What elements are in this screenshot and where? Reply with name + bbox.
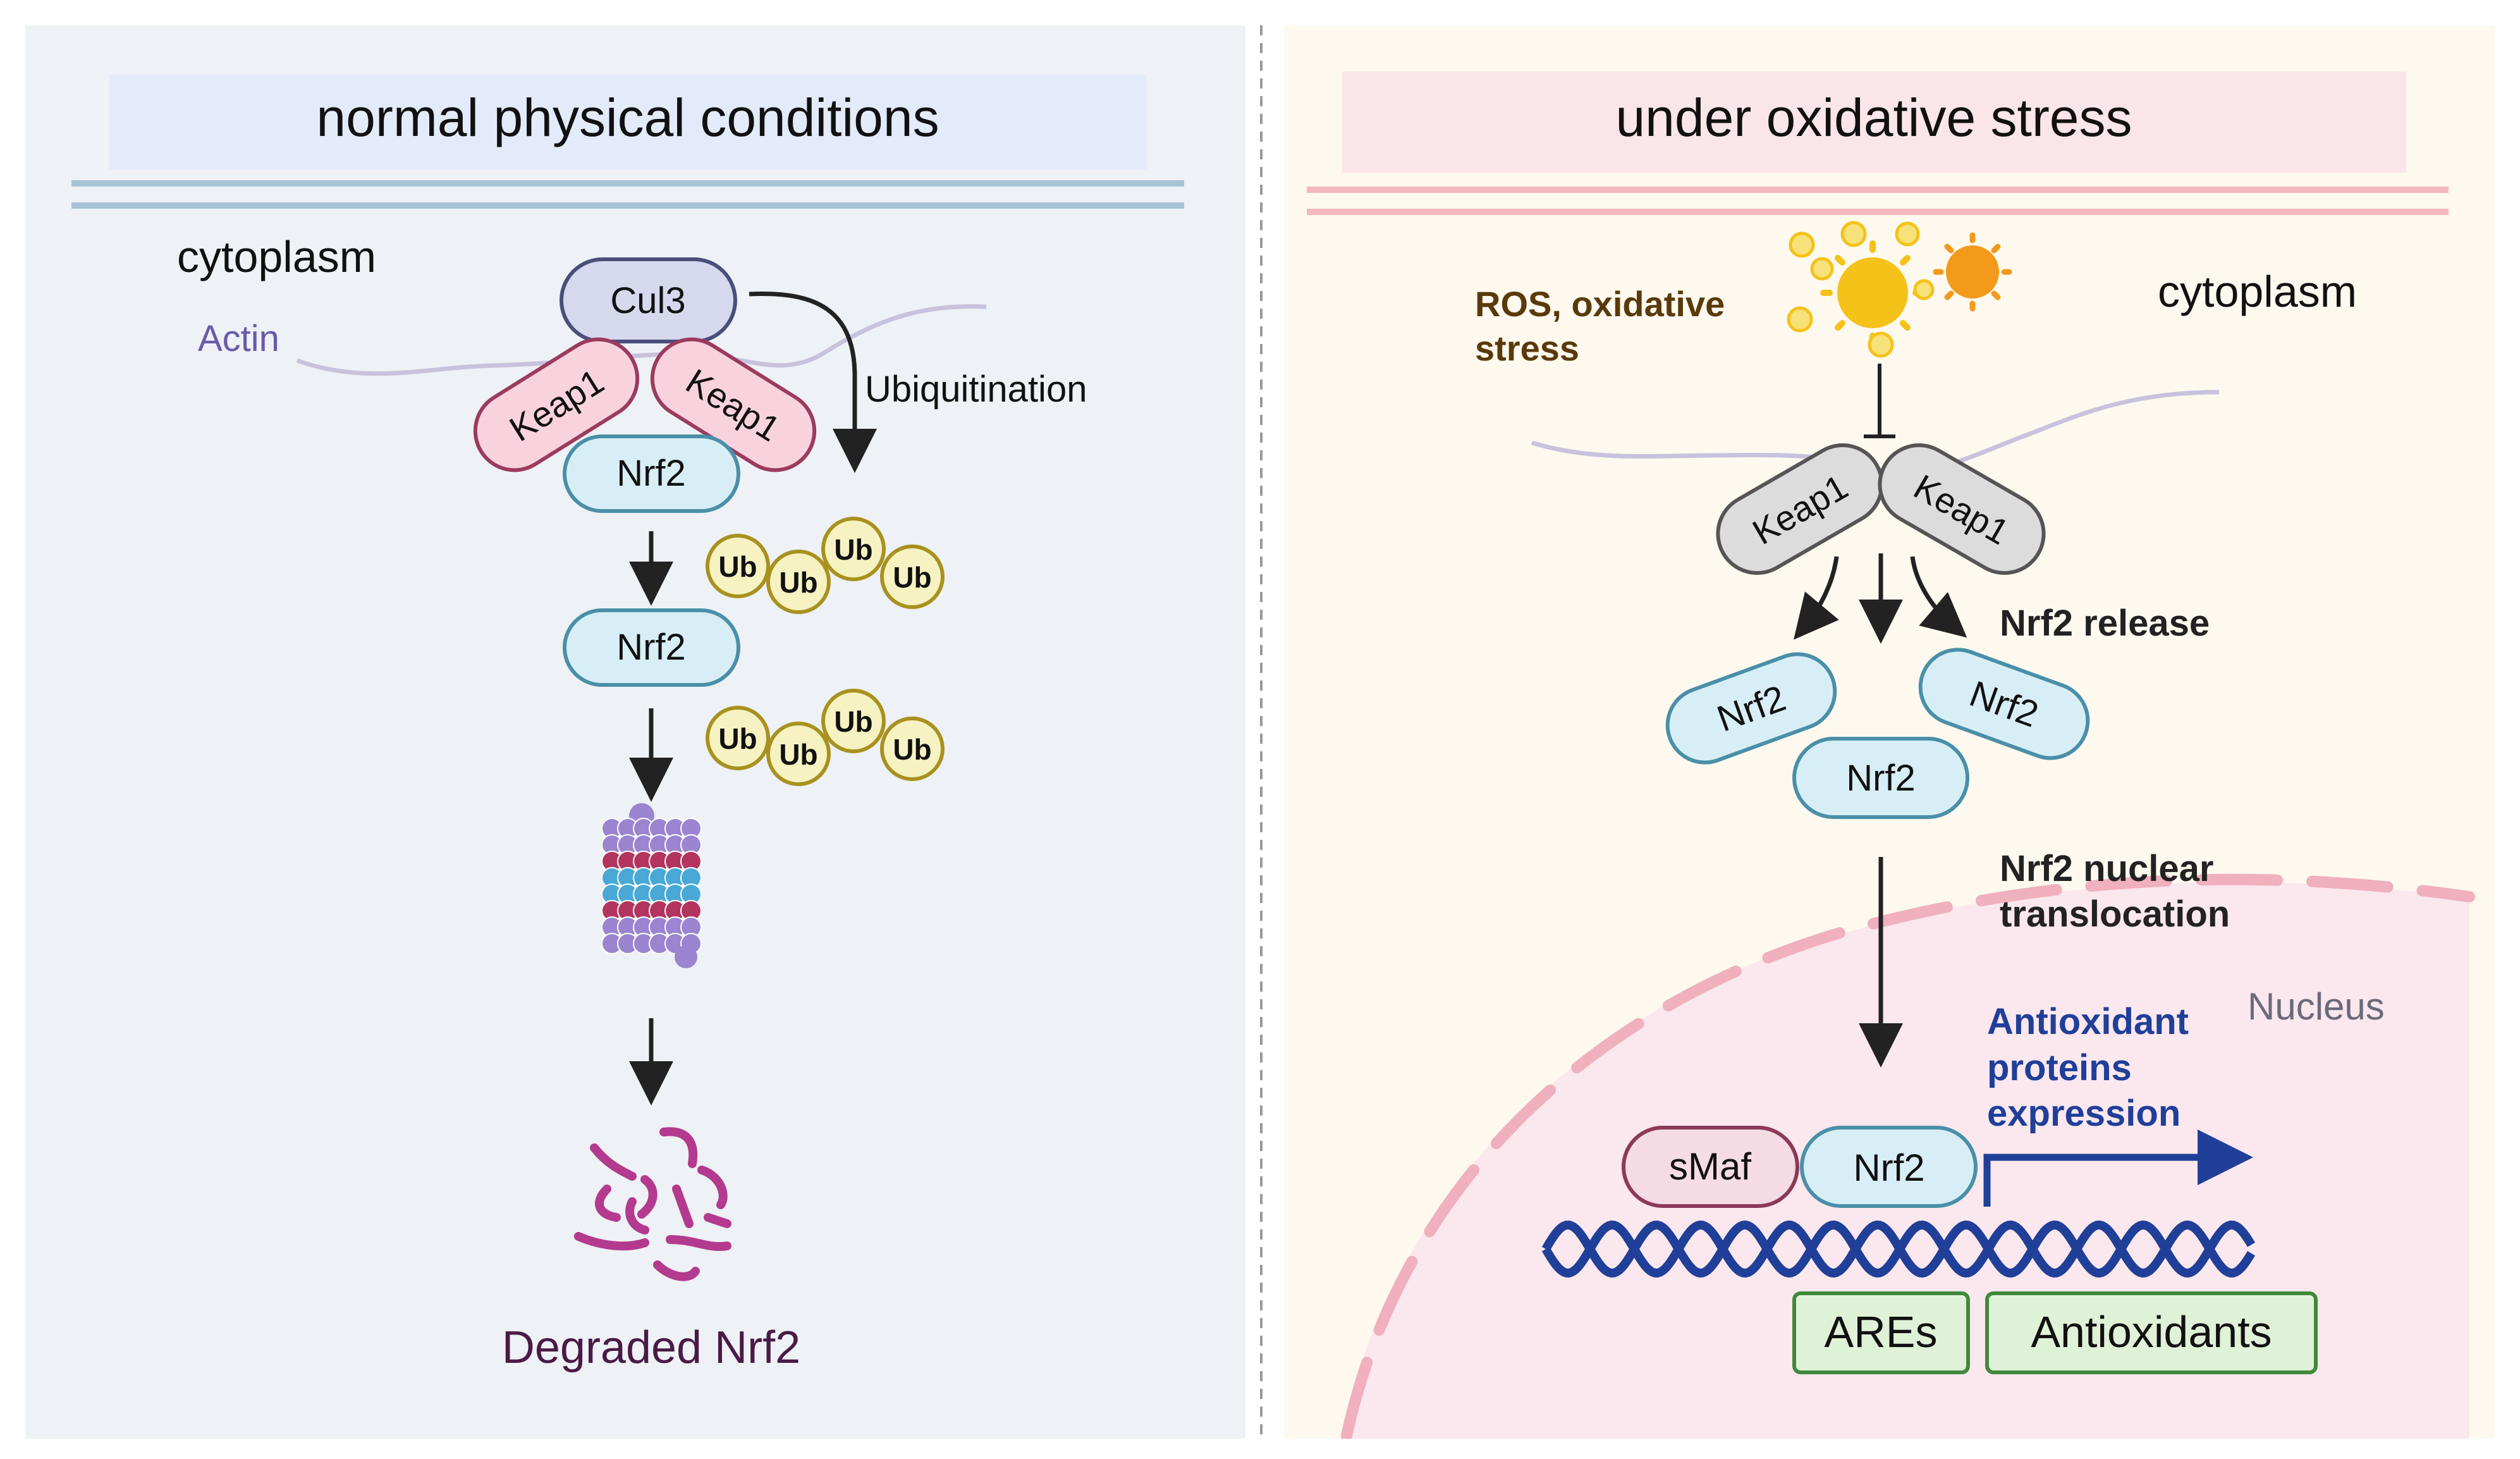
left-membrane (71, 180, 1184, 209)
proteasome-icon (601, 803, 702, 968)
nrf2-ubiquitinated-pill (563, 608, 740, 687)
release-arrow-right (1910, 556, 1967, 638)
nrf2-label: Nrf2 (1853, 1147, 1924, 1189)
ub-cluster-1: Ub Ub Ub Ub (706, 517, 945, 614)
nrf2-released-right: Nrf2 (1918, 648, 2090, 760)
transcription-arrow (1983, 1130, 2253, 1207)
nucleus-label: Nucleus (2248, 985, 2385, 1028)
nrf2-bound-pill (563, 434, 740, 513)
nrf2-label: Nrf2 (1846, 758, 1916, 799)
sun-icon (1787, 221, 2012, 358)
degraded-nrf2-label: Degraded Nrf2 (502, 1322, 800, 1373)
antioxidants-label: Antioxidants (2031, 1307, 2272, 1357)
cul3-label: Cul3 (610, 280, 685, 321)
nrf2-nuclear-pill (1800, 1126, 1978, 1208)
dna-icon (1541, 1220, 2255, 1278)
ares-box (1792, 1291, 1970, 1374)
ub-label: Ub (779, 738, 817, 771)
ares-label: AREs (1825, 1307, 1938, 1357)
translocation-label-line1: Nrf2 nuclear (2000, 848, 2213, 889)
nrf2-label: Nrf2 (616, 453, 686, 494)
ubiquitination-arrow (749, 291, 877, 473)
right-cytoplasm-label: cytoplasm (2158, 267, 2357, 316)
antioxidants-box (1985, 1291, 2318, 1374)
ub-label: Ub (779, 566, 817, 599)
right-membrane (1307, 187, 2449, 215)
ubiquitination-label: Ubiquitination (865, 369, 1087, 410)
ros-label-line1: ROS, oxidative (1475, 284, 1725, 324)
ub-cluster-2: Ub Ub Ub Ub (706, 689, 945, 786)
left-title: normal physical conditions (316, 88, 939, 147)
cul3-pill (560, 257, 737, 343)
antioxidant-label-line2: proteins (1987, 1047, 2132, 1088)
antioxidant-label-line1: Antioxidant (1987, 1001, 2189, 1042)
smaf-pill (1622, 1126, 1799, 1208)
ros-label-line2: stress (1475, 328, 1579, 368)
translocation-label-line2: translocation (2000, 894, 2230, 935)
right-title: under oxidative stress (1615, 88, 2132, 147)
degraded-fragments-icon (574, 1127, 731, 1281)
right-title-box (1342, 71, 2406, 173)
ub-label: Ub (893, 561, 931, 594)
ub-label: Ub (834, 533, 872, 566)
nrf2-release-label: Nrf2 release (2000, 603, 2210, 644)
ub-label: Ub (834, 705, 872, 738)
antioxidant-label-line3: expression (1987, 1093, 2181, 1134)
left-title-box (109, 75, 1146, 169)
smaf-label: sMaf (1669, 1145, 1751, 1188)
ub-label: Ub (718, 722, 757, 755)
ub-label: Ub (893, 733, 931, 766)
nrf2-released-left: Nrf2 (1665, 652, 1837, 765)
release-arrow-left (1794, 556, 1839, 640)
ub-label: Ub (718, 550, 757, 583)
nrf2-label: Nrf2 (616, 627, 686, 668)
left-cytoplasm-label: cytoplasm (177, 232, 376, 281)
nrf2-released-center (1792, 737, 1969, 819)
actin-label: Actin (198, 318, 279, 359)
